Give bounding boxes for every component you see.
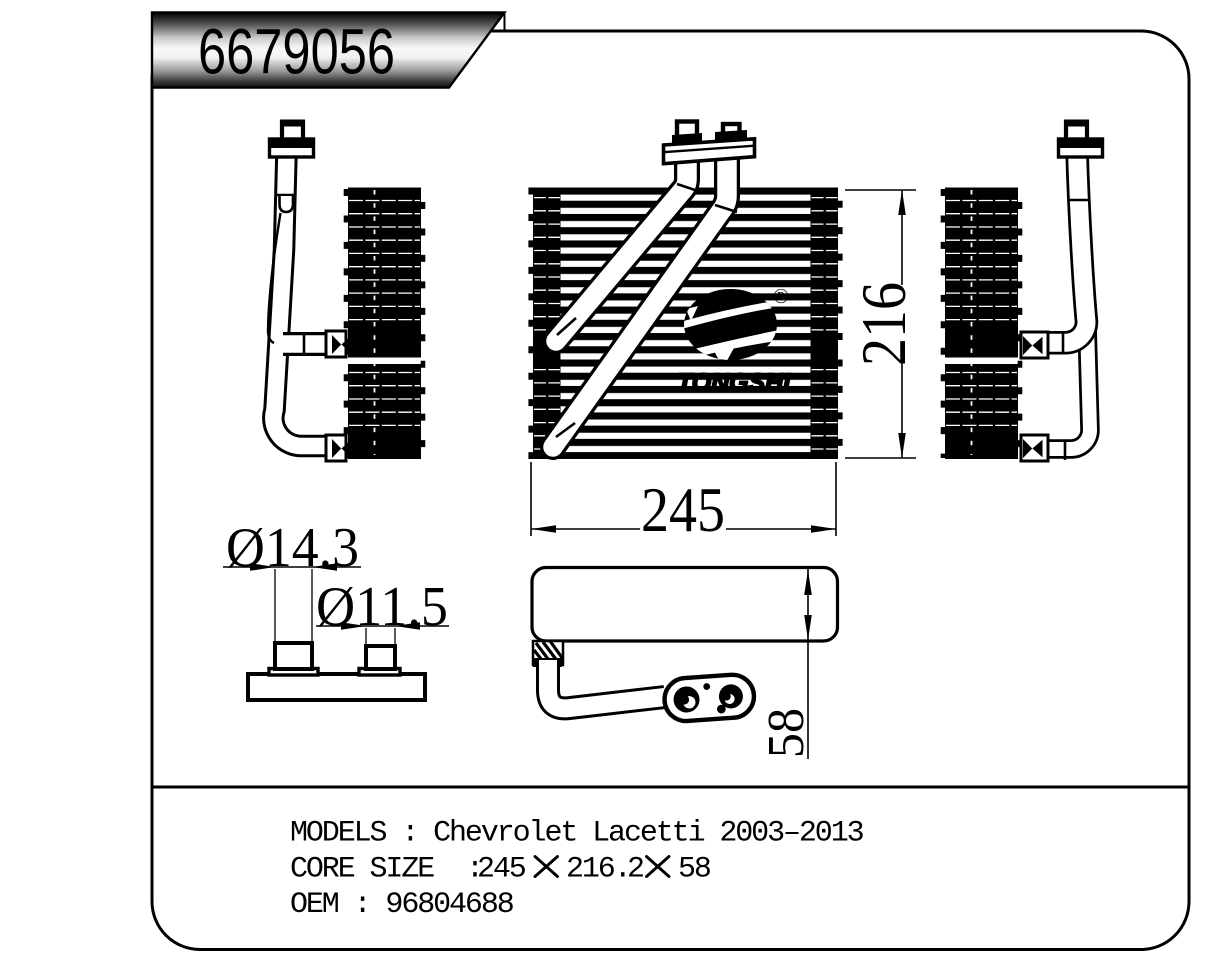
svg-text:245: 245: [641, 474, 725, 545]
svg-text:Ø14.3: Ø14.3: [226, 517, 359, 579]
svg-text:MODELS : Chevrolet Lacetti 200: MODELS : Chevrolet Lacetti 2003–2013: [290, 817, 864, 851]
svg-text:Ø11.5: Ø11.5: [316, 576, 448, 638]
svg-text:OEM : 96804688: OEM : 96804688: [290, 888, 514, 922]
svg-text:6679056: 6679056: [198, 16, 395, 88]
svg-text:TONGSHI: TONGSHI: [677, 369, 791, 397]
svg-text:216: 216: [849, 282, 919, 366]
svg-text:58: 58: [758, 708, 815, 758]
svg-text:®: ®: [773, 284, 789, 308]
